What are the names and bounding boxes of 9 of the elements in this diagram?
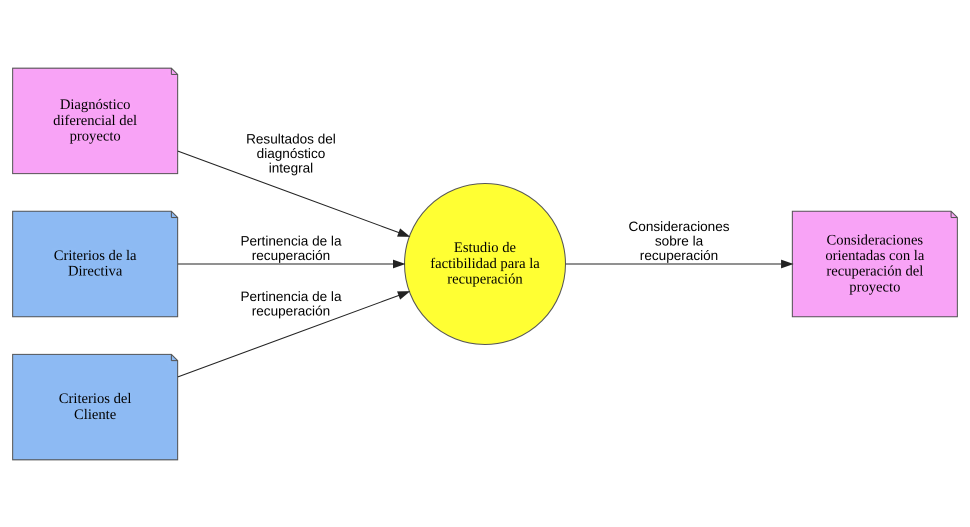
edge-label: Consideraciones sobre la recuperación (628, 218, 730, 263)
arrow (178, 290, 410, 377)
arrow (178, 150, 410, 236)
edge-label: Pertinencia de la recuperación (240, 233, 342, 263)
arrow (178, 259, 406, 268)
edge-label: Resultados del diagnóstico integral (246, 130, 336, 176)
node-circle: Estudio de factibilidad para la recuperación (404, 182, 566, 345)
arrow (566, 259, 794, 268)
edge-label: Pertinencia de la recuperación (240, 288, 342, 318)
